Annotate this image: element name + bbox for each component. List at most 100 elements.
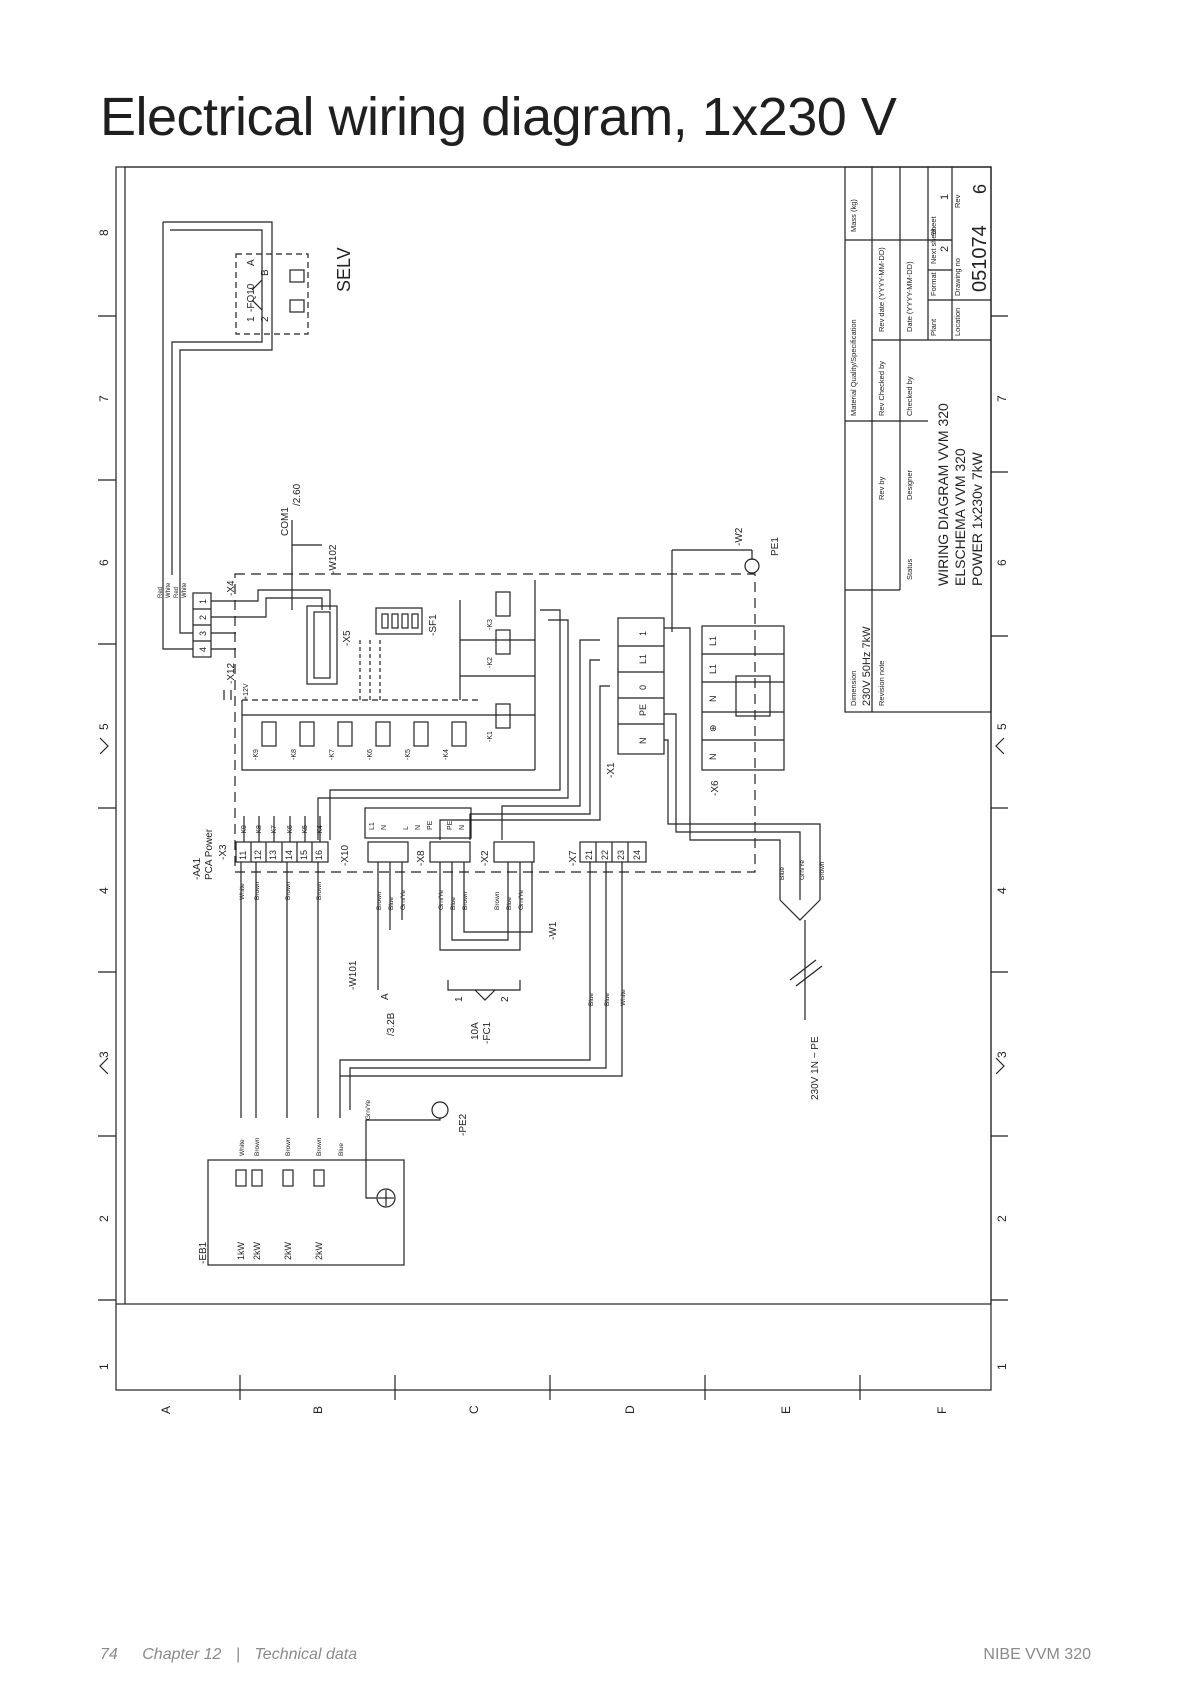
relay-k8: -K8 <box>291 749 298 760</box>
x3-top-k8: -K8 <box>256 825 263 836</box>
wire-x8-blue: Blue <box>450 897 457 910</box>
x6-term-pe: ⊕ <box>708 724 718 732</box>
label-x10: -X10 <box>340 844 351 866</box>
relay-k3: -K3 <box>487 619 494 630</box>
tb-checked: Checked by <box>905 376 914 416</box>
wire-pe-grye: Grn/Ye <box>365 1100 372 1120</box>
tb-drawing-no: Drawing no <box>953 258 962 296</box>
wire-x3-brown-3: Brown <box>316 881 323 900</box>
wire-supply-grye: Grn/Ye <box>799 860 806 880</box>
grid-letter-b: B <box>311 1406 325 1414</box>
label-w2: -W2 <box>734 527 745 546</box>
x3-term-11: 11 <box>238 851 248 860</box>
wire-x2-blue: Blue <box>506 897 513 910</box>
grid-number-3-left: 3 <box>97 1051 111 1058</box>
x8-pin-l: L <box>403 826 410 830</box>
tb-location: Location <box>953 308 962 336</box>
wire-x2-grye: Grn/Ye <box>518 890 525 910</box>
wire-eb1-brown-3: Brown <box>316 1137 323 1156</box>
x1-term-l1: L1 <box>638 654 648 664</box>
page-title: Electrical wiring diagram, 1x230 V <box>100 87 897 147</box>
x2-pin-n: N <box>459 825 466 830</box>
x3-term-14: 14 <box>284 850 294 860</box>
product-name: NIBE VVM 320 <box>983 1646 1091 1663</box>
eb1-power-2kw-1: 2kW <box>252 1241 262 1260</box>
x4-wire-white-2: White <box>182 582 188 598</box>
tb-sheet: Sheet <box>929 215 938 236</box>
wire-x7-blue-1: Blue <box>588 993 595 1006</box>
label-fq10-2: 2 <box>260 316 271 322</box>
label-x2: -X2 <box>480 850 491 866</box>
x6-terminal <box>701 625 785 771</box>
wire-x3-white: White <box>239 883 246 900</box>
label-w101: -W101 <box>348 960 359 990</box>
x3-term-15: 15 <box>299 850 309 860</box>
x1-term-pe: PE <box>638 704 648 716</box>
eb1-power-2kw-3: 2kW <box>314 1241 324 1260</box>
label-w101-a: A <box>380 993 391 1000</box>
tb-revision: 6 <box>970 184 990 194</box>
tb-plant: Plant <box>929 318 938 336</box>
x6-term-l1-a: L1 <box>708 636 718 646</box>
wire-x10-grye: Grn/Ye <box>400 890 407 910</box>
label-fq10: -FQ10 <box>246 283 257 312</box>
x4-wire-red-2: Red <box>174 587 180 598</box>
x3-top-k7: -K7 <box>271 825 278 836</box>
tb-material: Material Quality/Specification <box>849 319 858 416</box>
x1-term-0: 0 <box>638 685 648 690</box>
wire-x3-brown-2: Brown <box>285 881 292 900</box>
eb1-power-2kw-2: 2kW <box>283 1241 293 1260</box>
tb-rev-checked: Rev Checked by <box>877 361 886 416</box>
x4-term-3: 3 <box>198 631 208 636</box>
x4-wire-white-1: White <box>166 582 172 598</box>
wire-x7-white: White <box>620 989 627 1006</box>
tb-drawing-number: 051074 <box>969 225 991 292</box>
tb-dimension-value: 230V 50Hz 7kW <box>861 626 873 706</box>
relay-k1: -K1 <box>487 731 494 742</box>
tb-mass: Mass (kg) <box>849 199 858 232</box>
x7-terminal <box>579 841 647 863</box>
wire-x8-brown: Brown <box>462 891 469 910</box>
grid-number-1-right: 1 <box>995 1363 1009 1370</box>
x2-pin-pe: PE <box>447 820 454 830</box>
drawing-inner-frame <box>124 166 992 1305</box>
label-x7: -X7 <box>568 850 579 866</box>
tb-date: Date (YYYY-MM-DD) <box>905 261 914 332</box>
grid-letter-e: E <box>779 1406 793 1414</box>
grid-letter-f: F <box>935 1407 949 1414</box>
label-fq10-b: B <box>260 269 271 276</box>
pcb-outline <box>234 573 756 873</box>
label-ref-260: /2.60 <box>292 483 303 506</box>
label-sf1: -SF1 <box>428 614 439 636</box>
wire-x2-brown: Brown <box>494 891 501 910</box>
section-label: Technical data <box>254 1646 358 1663</box>
x3-term-16: 16 <box>314 850 324 860</box>
label-pca-power: PCA Power <box>204 828 215 880</box>
wire-x10-blue: Blue <box>388 897 395 910</box>
tb-title-line1: WIRING DIAGRAM VVM 320 <box>935 403 951 586</box>
label-com1: COM1 <box>280 507 291 536</box>
x1-term-1: 1 <box>638 631 648 636</box>
wire-x3-brown-1: Brown <box>254 881 261 900</box>
label-eb1: -EB1 <box>198 1241 209 1264</box>
grid-number-7-right: 7 <box>995 395 1009 402</box>
label-supply: 230V 1N ~ PE <box>810 1036 821 1100</box>
wire-x8-grye: Grn/Ye <box>438 890 445 910</box>
grid-number-5-right: 5 <box>995 723 1009 730</box>
x7-term-24: 24 <box>632 850 642 860</box>
tb-revision-note: Revision note <box>877 661 886 706</box>
x8-pin-n: N <box>415 825 422 830</box>
label-fc1-1: 1 <box>454 996 465 1002</box>
x1-term-n: N <box>638 738 648 745</box>
label-w102: -W102 <box>328 544 339 574</box>
wire-x10-brown: Brown <box>376 891 383 910</box>
grid-letter-c: C <box>467 1405 481 1414</box>
tb-rev: Rev <box>953 194 962 208</box>
wire-eb1-white: White <box>239 1139 246 1156</box>
x1-terminal <box>617 617 665 755</box>
relay-k7: -K7 <box>329 749 336 760</box>
x6-term-n-b: N <box>708 754 718 761</box>
x4-wire-red-1: Red <box>158 587 164 598</box>
grid-number-6-left: 6 <box>97 559 111 566</box>
label-w1: -W1 <box>548 921 559 940</box>
